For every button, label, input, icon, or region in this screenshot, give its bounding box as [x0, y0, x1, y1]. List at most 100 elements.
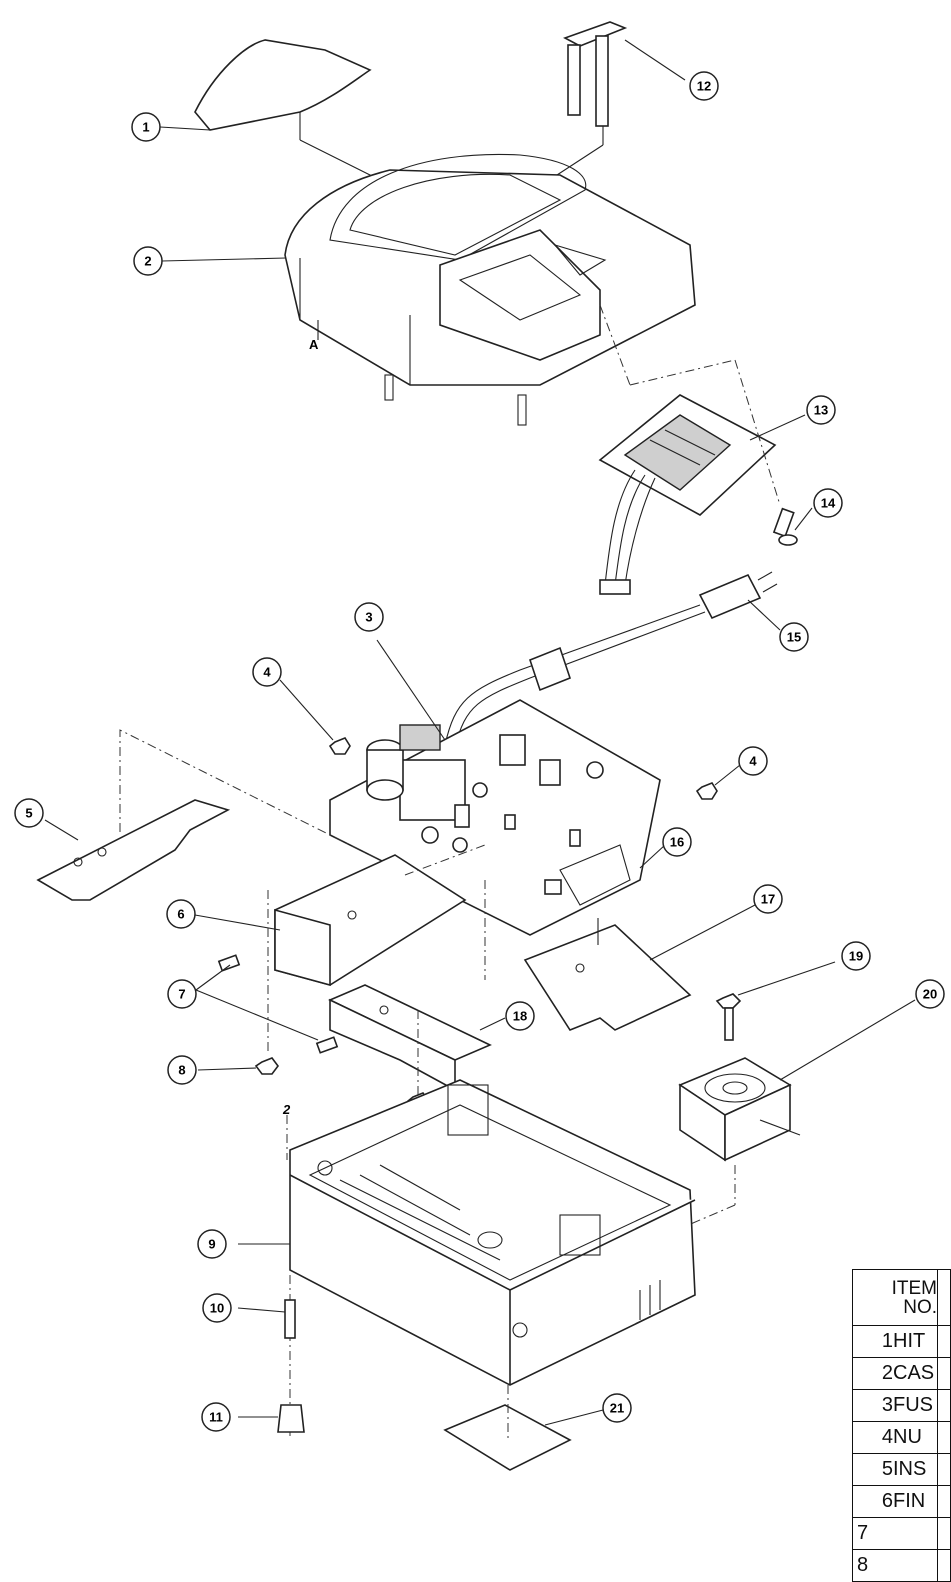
- callout-2: 2: [133, 246, 163, 276]
- callout-14: 14: [813, 488, 843, 518]
- item-number: 7: [857, 1522, 869, 1544]
- item-description-fragment: CAS: [893, 1362, 935, 1384]
- callout-5: 5: [14, 798, 44, 828]
- svg-text:4: 4: [263, 665, 271, 680]
- item-description-fragment: INS: [893, 1458, 927, 1480]
- item-no-cell: 6FIN: [852, 1485, 938, 1518]
- table-row: 2CAS: [852, 1357, 951, 1390]
- item-number: 4: [881, 1426, 893, 1448]
- table-row: 1HIT: [852, 1325, 951, 1358]
- svg-text:5: 5: [25, 806, 32, 821]
- item-description-fragment: FUS: [893, 1394, 933, 1416]
- svg-text:11: 11: [209, 1410, 223, 1425]
- part-14-screw: [772, 507, 813, 546]
- callout-6: 6: [166, 899, 196, 929]
- part-11-foot: [238, 1404, 305, 1433]
- description-cell: [937, 1485, 951, 1518]
- part-9-lower-case: [238, 1079, 696, 1386]
- callout-20: 20: [915, 979, 945, 1009]
- part-6-heat-sink: [194, 854, 467, 987]
- header-line-2: NO.: [903, 1296, 937, 1318]
- svg-text:14: 14: [821, 496, 836, 511]
- callout-11: 11: [201, 1402, 231, 1432]
- item-no-cell: 7: [852, 1517, 938, 1550]
- part-20-fan: [678, 999, 916, 1162]
- item-number: 1: [881, 1330, 893, 1352]
- marker-2: 2: [282, 1102, 291, 1117]
- callout-3: 3: [354, 602, 384, 632]
- item-no-cell: 8: [852, 1549, 938, 1582]
- item-no-cell: 4NU: [852, 1421, 938, 1454]
- item-number: 6: [881, 1490, 893, 1512]
- description-header: [937, 1269, 951, 1326]
- callout-10: 10: [202, 1293, 232, 1323]
- item-number: 8: [857, 1554, 869, 1576]
- callout-12: 12: [689, 71, 719, 101]
- part-10-screw: [237, 1299, 296, 1339]
- svg-text:3: 3: [365, 610, 372, 625]
- callout-18: 18: [505, 1001, 535, 1031]
- svg-text:8: 8: [178, 1063, 185, 1078]
- table-row: 8: [852, 1549, 951, 1582]
- callout-4: 4: [252, 657, 282, 687]
- part-18-bracket: [328, 984, 506, 1092]
- item-number: 5: [881, 1458, 893, 1480]
- svg-text:21: 21: [610, 1401, 624, 1416]
- callout-1: 1: [131, 112, 161, 142]
- marker-a: A: [309, 337, 319, 352]
- item-description-fragment: FIN: [893, 1490, 926, 1512]
- part-13-terminal-board: [598, 394, 806, 595]
- item-description-fragment: NU: [893, 1426, 922, 1448]
- svg-text:10: 10: [210, 1301, 224, 1316]
- svg-text:15: 15: [787, 630, 801, 645]
- svg-text:19: 19: [849, 949, 863, 964]
- description-cell: [937, 1421, 951, 1454]
- callout-15: 15: [779, 622, 809, 652]
- part-2-upper-case: [284, 153, 696, 426]
- callout-17: 17: [753, 884, 783, 914]
- part-5-insulation: [36, 729, 401, 901]
- part-1-label-sheet: [194, 39, 372, 131]
- exploded-parts-diagram: A 2 1 2 3 4 4 5 6 7 8 9 10 11 12 13 14 1…: [14, 21, 945, 1471]
- svg-text:9: 9: [208, 1237, 215, 1252]
- table-row: 3FUS: [852, 1389, 951, 1422]
- svg-text:7: 7: [178, 987, 185, 1002]
- part-17-sheet: [523, 904, 756, 1031]
- table-row: 4NU: [852, 1421, 951, 1454]
- item-no-cell: 2CAS: [852, 1357, 938, 1390]
- callout-4-b: 4: [738, 746, 768, 776]
- part-4-nut: [279, 679, 741, 800]
- callout-21: 21: [602, 1393, 632, 1423]
- description-cell: [937, 1357, 951, 1390]
- table-row: 7: [852, 1517, 951, 1550]
- callout-9: 9: [197, 1229, 227, 1259]
- description-cell: [937, 1453, 951, 1486]
- svg-text:1: 1: [142, 120, 149, 135]
- item-no-cell: 5INS: [852, 1453, 938, 1486]
- description-cell: [937, 1517, 951, 1550]
- item-number: 2: [881, 1362, 893, 1384]
- callout-7: 7: [167, 979, 197, 1009]
- callout-19: 19: [841, 941, 871, 971]
- callout-16: 16: [662, 827, 692, 857]
- table-row: 5INS: [852, 1453, 951, 1486]
- description-cell: [937, 1549, 951, 1582]
- part-8-screw: [197, 1057, 279, 1075]
- svg-text:17: 17: [761, 892, 775, 907]
- item-no-header: ITEM NO.: [852, 1269, 938, 1326]
- item-no-cell: 1HIT: [852, 1325, 938, 1358]
- svg-text:2: 2: [144, 254, 151, 269]
- svg-text:4: 4: [749, 754, 757, 769]
- svg-text:6: 6: [177, 907, 184, 922]
- svg-text:13: 13: [814, 403, 828, 418]
- item-number: 3: [881, 1394, 893, 1416]
- callout-8: 8: [167, 1055, 197, 1085]
- item-description-fragment: HIT: [893, 1330, 926, 1352]
- description-cell: [937, 1389, 951, 1422]
- header-line-1: ITEM: [891, 1277, 937, 1299]
- part-19-screw: [715, 961, 836, 1041]
- part-21-sheet: [443, 1385, 604, 1471]
- svg-text:20: 20: [923, 987, 937, 1002]
- svg-text:12: 12: [697, 79, 711, 94]
